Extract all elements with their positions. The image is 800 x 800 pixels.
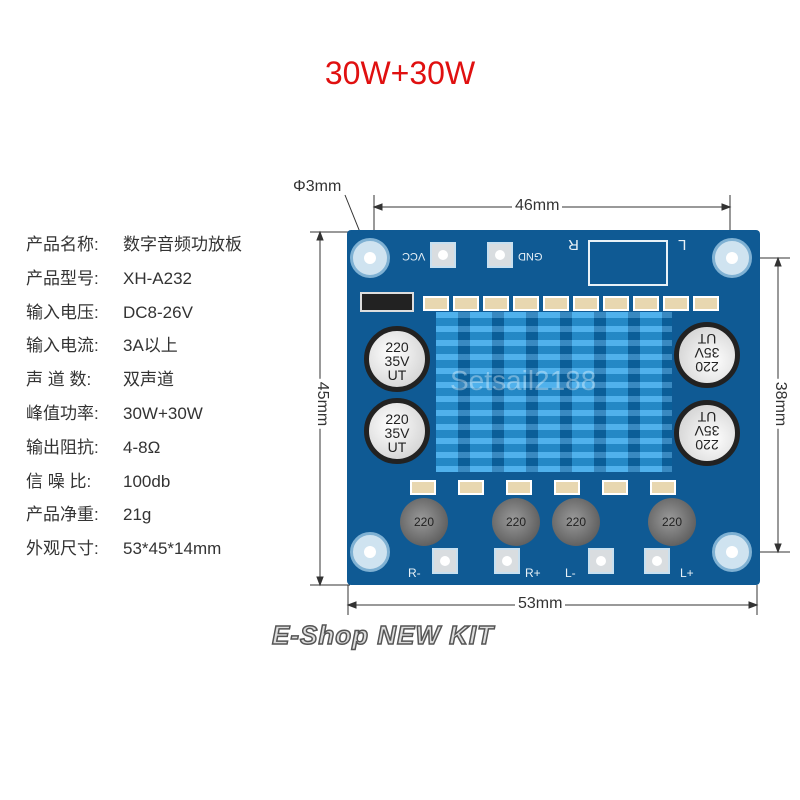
gnd-pad xyxy=(487,242,513,268)
gnd-label: GND xyxy=(518,250,543,262)
spec-label: 输出阻抗: xyxy=(26,437,99,457)
inductor: 220 xyxy=(648,498,696,546)
capacitor-marking: 35V xyxy=(694,423,720,439)
smd-component xyxy=(483,296,509,311)
capacitor-marking: 220 xyxy=(695,437,719,453)
top-dimension-label: 46mm xyxy=(512,197,563,215)
spec-row: 信 噪 比: 100db xyxy=(26,467,170,492)
output-pad xyxy=(494,548,520,574)
spec-row: 产品名称: 数字音频功放板 xyxy=(26,230,242,255)
smd-component xyxy=(573,296,599,311)
left-channel-label: L xyxy=(678,236,687,253)
diode xyxy=(360,292,414,312)
heatsink xyxy=(436,312,672,472)
capacitor-marking: 220 xyxy=(385,411,409,427)
spec-value: 4-8Ω xyxy=(123,437,161,457)
vcc-pad xyxy=(430,242,456,268)
smd-component xyxy=(423,296,449,311)
spec-value: 21g xyxy=(123,505,152,525)
capacitor-marking: 220 xyxy=(385,339,409,355)
spec-row: 产品型号: XH-A232 xyxy=(26,264,192,289)
capacitor-marking: 35V xyxy=(384,425,410,441)
vcc-label: VCC xyxy=(402,250,426,262)
capacitor-marking: UT xyxy=(697,331,717,347)
hole-diameter-label: Φ3mm xyxy=(290,178,345,196)
capacitor-marking: UT xyxy=(697,409,717,425)
smd-component xyxy=(506,480,532,495)
spec-value: 100db xyxy=(123,471,171,491)
capacitor-marking: 35V xyxy=(694,345,720,361)
spec-row: 产品净重: 21g xyxy=(26,500,151,525)
smd-component xyxy=(453,296,479,311)
output-pad xyxy=(644,548,670,574)
right-channel-label: R xyxy=(568,236,579,253)
capacitor-marking: UT xyxy=(387,439,407,455)
spec-label: 输入电流: xyxy=(26,336,99,356)
spec-label: 输入电压: xyxy=(26,302,99,322)
spec-row: 输入电流: 3A以上 xyxy=(26,331,178,356)
output-label: L+ xyxy=(680,566,694,580)
spec-value: DC8-26V xyxy=(123,302,193,322)
smd-component xyxy=(602,480,628,495)
inductor: 220 xyxy=(492,498,540,546)
capacitor-marking: 220 xyxy=(695,359,719,375)
output-pad xyxy=(588,548,614,574)
left-dimension-label: 45mm xyxy=(313,378,332,430)
spec-label: 产品型号: xyxy=(26,268,99,288)
spec-row: 峰值功率: 30W+30W xyxy=(26,399,203,424)
spec-label: 产品名称: xyxy=(26,235,99,254)
smd-component xyxy=(410,480,436,495)
spec-row: 输入电压: DC8-26V xyxy=(26,298,193,323)
spec-value: 30W+30W xyxy=(123,404,203,423)
spec-label: 外观尺寸: xyxy=(26,539,99,559)
spec-value: XH-A232 xyxy=(123,268,192,288)
watermark-eshop: E-Shop NEW KIT xyxy=(271,619,494,651)
output-pad xyxy=(432,548,458,574)
mount-hole xyxy=(712,532,752,572)
smd-component xyxy=(554,480,580,495)
smd-component xyxy=(458,480,484,495)
spec-row: 声 道 数: 双声道 xyxy=(26,365,174,390)
smd-component xyxy=(603,296,629,311)
spec-value: 双声道 xyxy=(123,370,174,390)
spec-label: 峰值功率: xyxy=(26,404,99,423)
output-label: R- xyxy=(408,566,421,580)
watermark-setsail: Setsail2188 xyxy=(450,365,597,396)
smd-component xyxy=(693,296,719,311)
smd-component xyxy=(633,296,659,311)
output-label: R+ xyxy=(525,566,541,580)
output-label: L- xyxy=(565,566,576,580)
spec-label: 产品净重: xyxy=(26,505,99,525)
spec-label: 信 噪 比: xyxy=(26,471,92,491)
spec-label: 声 道 数: xyxy=(26,370,92,390)
input-connector xyxy=(588,240,668,286)
spec-value: 53*45*14mm xyxy=(123,539,222,559)
spec-value: 3A以上 xyxy=(123,336,178,356)
mount-hole xyxy=(712,238,752,278)
smd-component xyxy=(543,296,569,311)
smd-component xyxy=(513,296,539,311)
capacitor-marking: UT xyxy=(387,367,407,383)
inductor: 220 xyxy=(400,498,448,546)
spec-row: 输出阻抗: 4-8Ω xyxy=(26,433,160,458)
smd-component xyxy=(663,296,689,311)
page-title: 30W+30W xyxy=(324,55,476,91)
smd-component xyxy=(650,480,676,495)
right-dimension-label: 38mm xyxy=(771,378,790,430)
bottom-dimension-label: 53mm xyxy=(515,595,566,613)
mount-hole xyxy=(350,532,390,572)
spec-value: 数字音频功放板 xyxy=(123,235,242,254)
capacitor-marking: 35V xyxy=(384,353,410,369)
mount-hole xyxy=(350,238,390,278)
inductor: 220 xyxy=(552,498,600,546)
spec-row: 外观尺寸: 53*45*14mm xyxy=(26,534,221,559)
